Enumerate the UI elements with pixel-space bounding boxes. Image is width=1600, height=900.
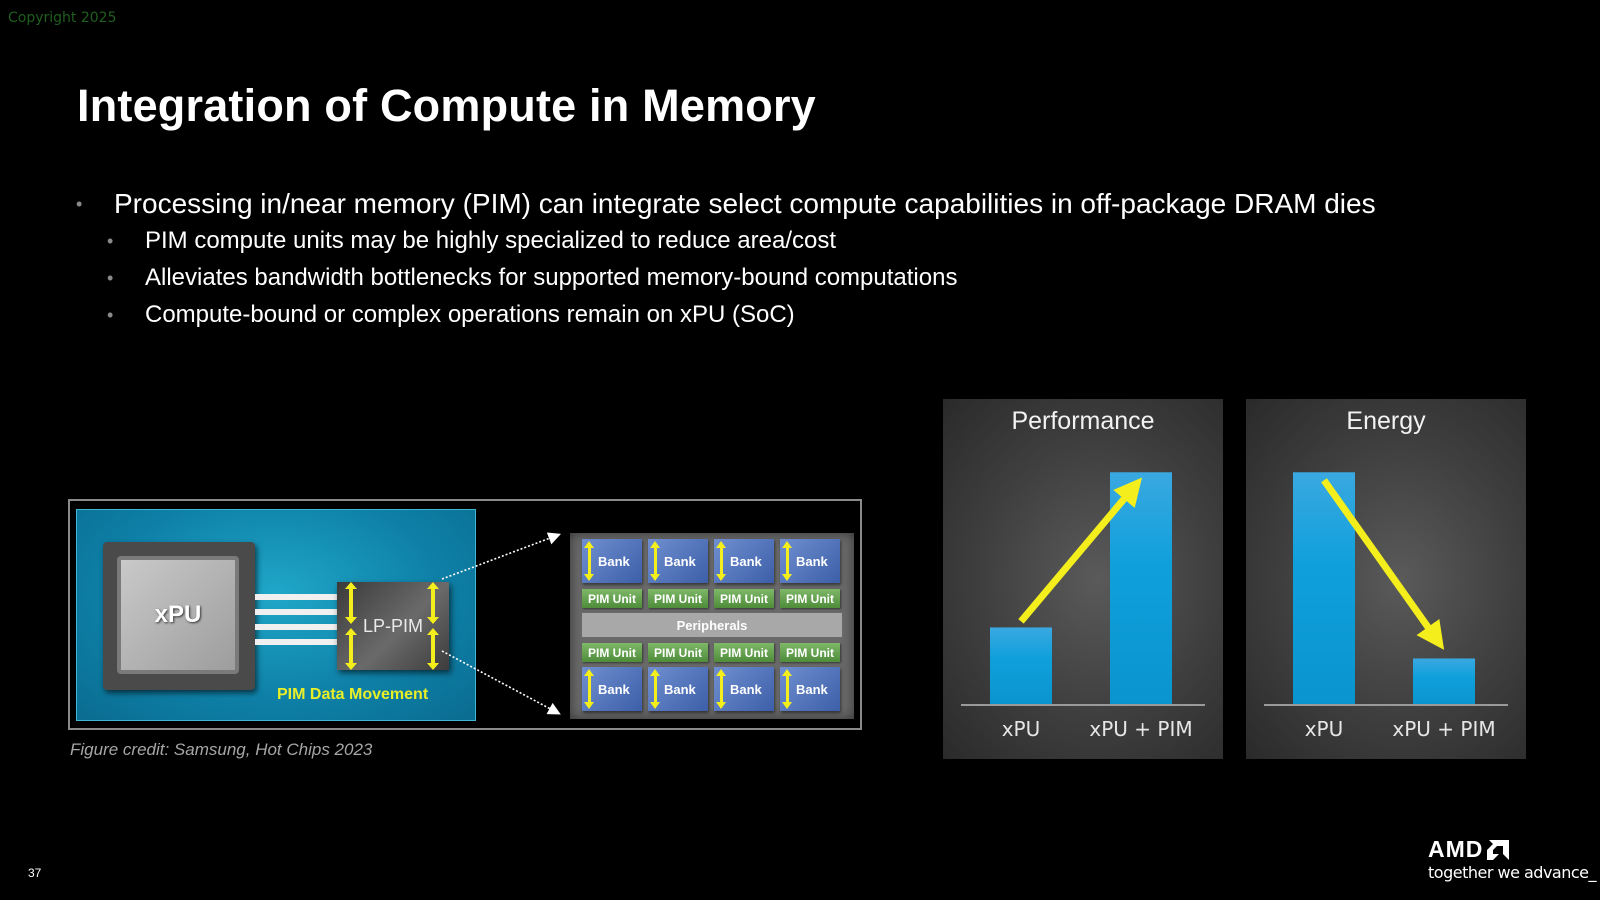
bank-block: Bank: [648, 539, 708, 583]
bank-label: Bank: [598, 681, 630, 697]
yellow-arrow-icon: [427, 628, 439, 670]
x-tick-label: xPU: [1002, 717, 1041, 741]
bullet-sub: • Compute-bound or complex operations re…: [76, 300, 1376, 337]
pim-unit-block: PIM Unit: [648, 643, 708, 662]
figure-credit: Figure credit: Samsung, Hot Chips 2023: [70, 740, 373, 759]
pim-figure: xPU LP-PIM PIM Data Movement Bank Bank B…: [68, 499, 862, 730]
bar-1: [1110, 472, 1172, 705]
amd-wordmark: AMD: [1428, 836, 1596, 863]
yellow-arrow-icon: [650, 541, 660, 581]
chart-title: Energy: [1346, 407, 1426, 435]
bank-block: Bank: [582, 667, 642, 711]
xpu-label: xPU: [117, 556, 239, 674]
yellow-arrow-icon: [782, 669, 792, 709]
interconnect-wires: [255, 594, 339, 645]
x-tick-label: xPU: [1305, 717, 1344, 741]
x-tick-label: xPU + PIM: [1089, 717, 1192, 741]
pim-unit-block: PIM Unit: [582, 589, 642, 608]
yellow-arrow-icon: [650, 669, 660, 709]
soc-panel: xPU LP-PIM PIM Data Movement: [76, 509, 476, 721]
bank-label: Bank: [796, 553, 828, 569]
pim-unit-block: PIM Unit: [714, 589, 774, 608]
energy-chart: Energy xPU xPU + PIM: [1246, 399, 1526, 759]
lp-pim-label: LP-PIM: [362, 615, 423, 636]
bank-label: Bank: [664, 681, 696, 697]
yellow-arrow-icon: [345, 582, 357, 624]
zoom-callout-lines: [441, 532, 561, 715]
amd-logo-text: AMD: [1428, 836, 1484, 862]
yellow-arrow-icon: [716, 541, 726, 581]
yellow-arrow-icon: [584, 669, 594, 709]
trend-arrow: [1321, 478, 1445, 650]
chart-title: Performance: [1011, 407, 1155, 435]
yellow-arrow-icon: [716, 669, 726, 709]
wire: [255, 594, 339, 600]
bank-block: Bank: [780, 667, 840, 711]
bullet-sub: • Alleviates bandwidth bottlenecks for s…: [76, 263, 1376, 300]
bullet-dot: •: [107, 305, 114, 325]
yellow-arrow-icon: [427, 582, 439, 624]
bank-label: Bank: [796, 681, 828, 697]
lp-pim-chip: LP-PIM: [337, 582, 449, 670]
performance-chart-plot: xPU xPU + PIM: [961, 472, 1205, 741]
bank-block: Bank: [648, 667, 708, 711]
bank-block: Bank: [714, 539, 774, 583]
xpu-chip-icon: xPU: [103, 542, 255, 690]
wire: [255, 639, 339, 645]
x-tick-label: xPU + PIM: [1392, 717, 1495, 741]
wire: [255, 609, 339, 615]
amd-arrow-icon: [1487, 839, 1510, 860]
amd-logo: AMD together we advance_: [1428, 836, 1597, 882]
bullet-text: PIM compute units may be highly speciali…: [145, 227, 837, 254]
callout-line-bottom: [441, 650, 561, 715]
bank-label: Bank: [730, 553, 762, 569]
bullet-text: Processing in/near memory (PIM) can inte…: [114, 188, 1376, 219]
performance-chart: Performance xPU xPU + PIM: [943, 399, 1223, 759]
wire: [255, 624, 339, 630]
bullet-main: • Processing in/near memory (PIM) can in…: [76, 188, 1376, 226]
energy-chart-plot: xPU xPU + PIM: [1264, 472, 1508, 741]
bullet-text: Compute-bound or complex operations rema…: [145, 301, 795, 328]
bullet-text: Alleviates bandwidth bottlenecks for sup…: [145, 264, 958, 291]
yellow-arrow-icon: [584, 541, 594, 581]
peripherals-block: Peripherals: [582, 613, 842, 637]
pim-data-movement-label: PIM Data Movement: [277, 686, 429, 703]
bank-label: Bank: [598, 553, 630, 569]
bullet-dot: •: [107, 231, 114, 251]
page-number: 37: [28, 866, 42, 880]
bank-block: Bank: [714, 667, 774, 711]
callout-line-top: [441, 532, 561, 580]
pim-unit-block: PIM Unit: [648, 589, 708, 608]
pim-unit-block: PIM Unit: [582, 643, 642, 662]
bank-label: Bank: [730, 681, 762, 697]
copyright-notice: Copyright 2025: [8, 10, 117, 26]
yellow-arrow-icon: [345, 628, 357, 670]
bank-label: Bank: [664, 553, 696, 569]
bullet-sub: • PIM compute units may be highly specia…: [76, 226, 1376, 263]
slide-title: Integration of Compute in Memory: [77, 80, 816, 131]
bar-1: [1413, 658, 1475, 705]
amd-tagline: together we advance_: [1428, 863, 1597, 882]
pim-unit-block: PIM Unit: [780, 589, 840, 608]
bullet-list: • Processing in/near memory (PIM) can in…: [76, 188, 1376, 337]
pim-unit-block: PIM Unit: [780, 643, 840, 662]
bullet-dot: •: [76, 194, 83, 214]
trend-arrow: [1018, 477, 1143, 624]
bar-0: [990, 627, 1052, 705]
bank-block: Bank: [780, 539, 840, 583]
dram-die-detail: Bank Bank Bank Bank PIM Unit PIM Unit PI…: [570, 533, 854, 719]
yellow-arrow-icon: [782, 541, 792, 581]
pim-unit-block: PIM Unit: [714, 643, 774, 662]
bullet-dot: •: [107, 268, 114, 288]
bank-block: Bank: [582, 539, 642, 583]
